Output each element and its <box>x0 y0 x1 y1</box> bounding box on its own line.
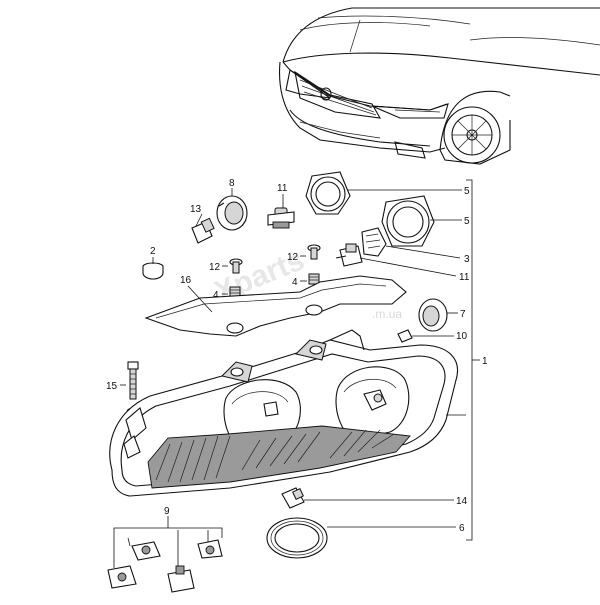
part-14-side-bulb <box>281 487 305 509</box>
callout-5-top: 5 <box>464 186 470 197</box>
part-2-plug <box>142 262 164 280</box>
callout-1: 1 <box>482 356 488 367</box>
callout-3: 3 <box>464 254 470 265</box>
part-5-cover-ring-lower <box>381 195 435 247</box>
callout-15: 15 <box>106 381 118 392</box>
callout-11-right: 11 <box>459 272 470 283</box>
callout-12-right: 12 <box>287 252 299 263</box>
part-11-h7-bulb-left <box>267 207 295 229</box>
callout-6: 6 <box>459 523 465 534</box>
callout-4-left: 4 <box>213 290 219 301</box>
callout-13: 13 <box>190 204 202 215</box>
callout-4-right: 4 <box>292 277 298 288</box>
callout-12-left: 12 <box>209 262 221 273</box>
part-13-bulb <box>191 217 215 244</box>
callout-11-top: 11 <box>277 183 288 194</box>
part-5-cover-ring-upper <box>305 171 351 215</box>
part-10-small-bulb <box>397 329 413 343</box>
callout-7: 7 <box>460 309 466 320</box>
callout-2: 2 <box>150 246 156 257</box>
part-4-clip-right <box>308 273 320 285</box>
callout-5-bottom: 5 <box>464 216 470 227</box>
part-16-bracket-seal <box>144 275 407 337</box>
callout-9: 9 <box>164 506 170 517</box>
callout-8: 8 <box>229 178 235 189</box>
part-6-cover-ring <box>266 517 328 559</box>
part-1-headlight-housing <box>109 329 458 497</box>
callout-16: 16 <box>180 275 192 286</box>
part-12-screw-right <box>307 244 321 260</box>
svg-text:.m.ua: .m.ua <box>372 307 402 321</box>
part-12-screw-left <box>229 258 243 274</box>
part-3-bulb-holder <box>361 227 387 257</box>
car-front-illustration <box>279 7 600 165</box>
part-8-cover-cap <box>216 195 248 231</box>
callout-10: 10 <box>456 331 468 342</box>
callout-1-bracket <box>466 179 480 541</box>
part-9-leveling-motors <box>107 516 223 593</box>
part-7-cover-ring <box>418 298 448 332</box>
part-11-h7-bulb-right <box>335 243 363 267</box>
callout-14: 14 <box>456 496 468 507</box>
